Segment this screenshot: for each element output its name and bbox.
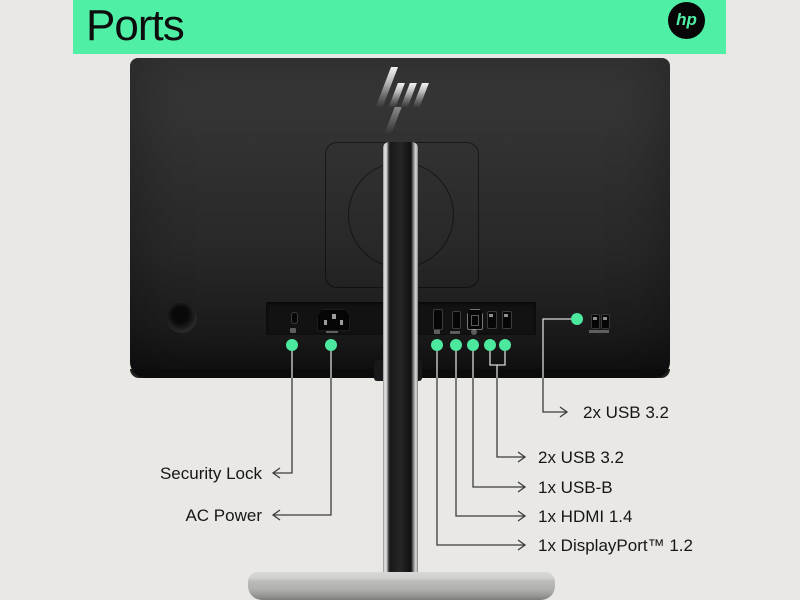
usb-speed-icon xyxy=(589,330,599,333)
hp-logo-text: hp xyxy=(676,9,697,29)
ac-pin xyxy=(332,314,336,319)
ac-pin xyxy=(340,320,343,325)
security-lock-label: Security Lock xyxy=(159,464,262,483)
ac-power-label: AC Power xyxy=(185,506,262,525)
usb-b-port xyxy=(467,309,483,330)
usb-icon xyxy=(471,329,477,335)
stand-column xyxy=(383,142,418,573)
stand-base xyxy=(248,572,555,600)
displayport-port xyxy=(433,309,443,330)
ac-pin xyxy=(324,320,327,325)
rear-usb-label: 2x USB 3.2 xyxy=(538,448,624,467)
usb-tab xyxy=(489,314,493,317)
ac-power-inlet xyxy=(317,309,350,331)
arrow-right-icon xyxy=(517,481,527,493)
osd-joystick-button xyxy=(167,303,197,333)
usb-b-inner xyxy=(471,315,479,326)
arrow-left-icon xyxy=(271,509,281,521)
arrow-left-icon xyxy=(271,467,281,479)
logo-stroke xyxy=(383,107,402,135)
displayport-icon xyxy=(434,330,440,334)
side-usb-port-2 xyxy=(601,314,610,329)
ac-wave-icon xyxy=(326,331,338,333)
side-usb-port-1 xyxy=(591,314,600,329)
arrow-right-icon xyxy=(517,510,527,522)
arrow-right-icon xyxy=(517,539,527,551)
usb-a-port-2 xyxy=(502,311,512,329)
hp-logo-icon: hp xyxy=(668,2,705,39)
side-usb-label: 2x USB 3.2 xyxy=(583,403,669,422)
hdmi-icon xyxy=(450,331,460,334)
usb-speed-icon xyxy=(599,330,609,333)
usb-tab xyxy=(603,317,607,320)
lock-icon xyxy=(290,328,296,333)
arrow-right-icon xyxy=(559,406,569,418)
arrow-right-icon xyxy=(517,451,527,463)
usb-tab xyxy=(504,314,508,317)
usb-b-label: 1x USB-B xyxy=(538,478,613,497)
hdmi-port xyxy=(452,311,461,329)
hp-slash-logo-icon xyxy=(361,67,441,135)
hdmi-label: 1x HDMI 1.4 xyxy=(538,507,633,526)
header-bar: Ports hp xyxy=(73,0,726,54)
page-title: Ports xyxy=(86,1,185,50)
security-lock-slot xyxy=(291,312,298,324)
usb-a-port-1 xyxy=(487,311,497,329)
displayport-label: 1x DisplayPort™ 1.2 xyxy=(538,536,693,555)
usb-tab xyxy=(593,317,597,320)
